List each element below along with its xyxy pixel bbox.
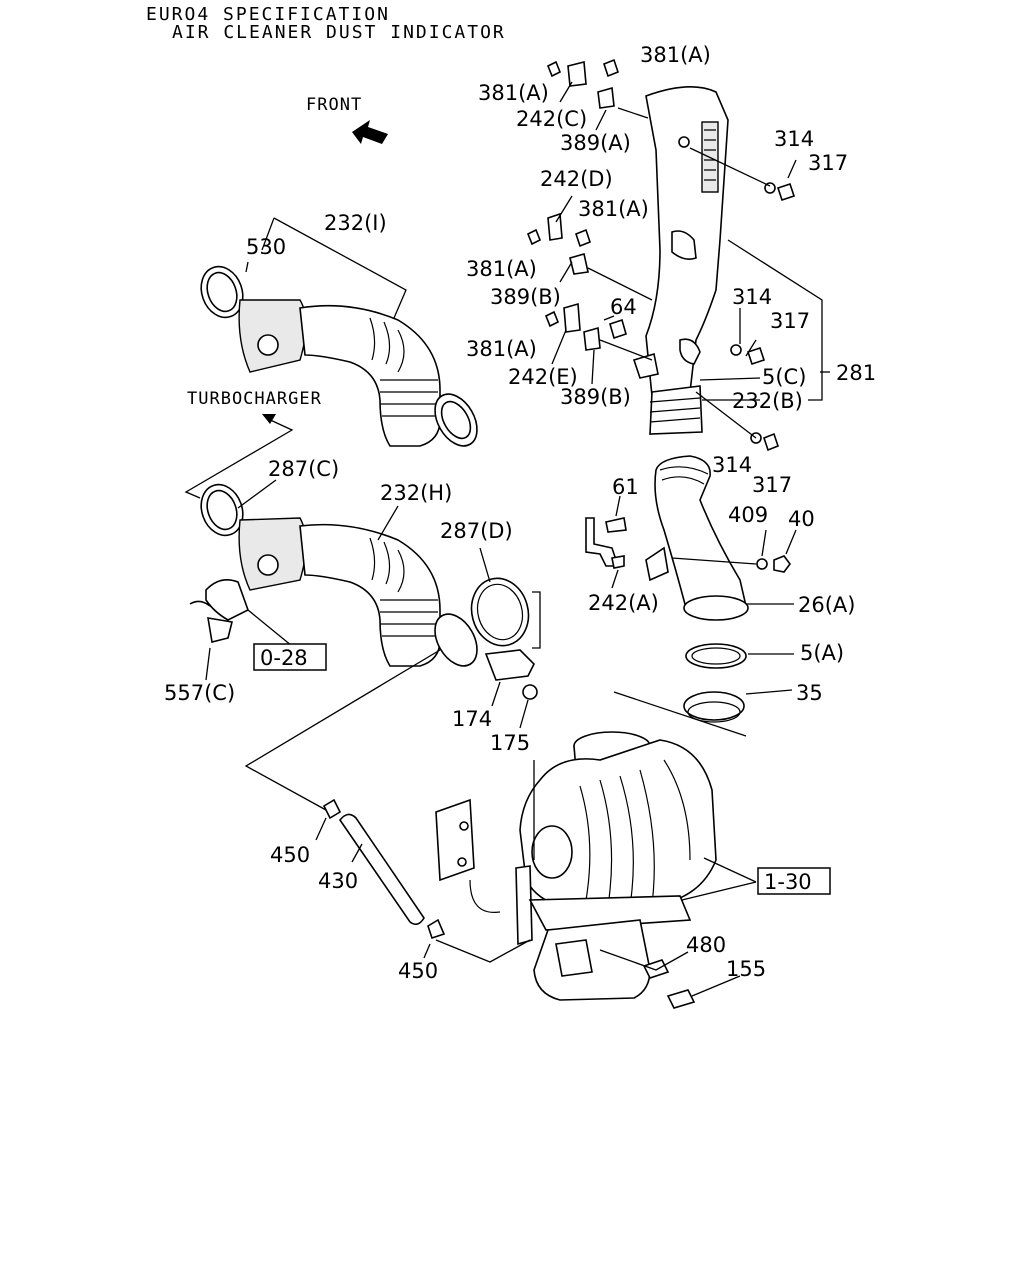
ref-130: 1-30 bbox=[764, 870, 812, 894]
snorkel-pipe bbox=[645, 86, 729, 435]
spec-line: EURO4 SPECIFICATION bbox=[146, 4, 390, 25]
ref-box-028 bbox=[253, 643, 327, 671]
hose-232i bbox=[200, 265, 478, 447]
washer-409 bbox=[756, 558, 768, 570]
callout-389a: 389(A) bbox=[560, 131, 631, 155]
callout-381a: 381(A) bbox=[578, 197, 649, 221]
callout-242c: 242(C) bbox=[516, 107, 587, 131]
mount-bracket bbox=[435, 798, 475, 882]
callout-430: 430 bbox=[318, 869, 358, 893]
callout-5a: 5(A) bbox=[800, 641, 844, 665]
pipe-26a bbox=[645, 455, 749, 621]
callout-174: 174 bbox=[452, 707, 492, 731]
flange-028 bbox=[189, 579, 249, 621]
callout-381a: 381(A) bbox=[466, 337, 537, 361]
callout-381a: 381(A) bbox=[478, 81, 549, 105]
front-label: FRONT bbox=[306, 95, 362, 115]
ref-box-130 bbox=[757, 867, 831, 895]
callout-314: 314 bbox=[774, 127, 814, 151]
bolt-480 bbox=[642, 959, 670, 979]
dust-indicator-174 bbox=[484, 649, 535, 681]
nut-40 bbox=[773, 555, 791, 573]
callout-287d: 287(D) bbox=[440, 519, 513, 543]
clip-450-lower bbox=[427, 918, 446, 940]
callout-530: 530 bbox=[246, 235, 286, 259]
callout-450: 450 bbox=[398, 959, 438, 983]
callout-61: 61 bbox=[612, 475, 639, 499]
callout-317: 317 bbox=[752, 473, 792, 497]
callout-314: 314 bbox=[732, 285, 772, 309]
hose-232h bbox=[200, 483, 478, 667]
callout-232b: 232(B) bbox=[732, 389, 803, 413]
callout-155: 155 bbox=[726, 957, 766, 981]
callout-317: 317 bbox=[808, 151, 848, 175]
air-cleaner-assembly bbox=[515, 731, 717, 1001]
callout-450: 450 bbox=[270, 843, 310, 867]
callout-557c: 557(C) bbox=[164, 681, 235, 705]
front-arrow-icon bbox=[352, 120, 388, 144]
callout-409: 409 bbox=[728, 503, 768, 527]
turbo-label: TURBOCHARGER bbox=[187, 389, 322, 409]
callout-287c: 287(C) bbox=[268, 457, 339, 481]
callout-40: 40 bbox=[788, 507, 815, 531]
callout-281: 281 bbox=[836, 361, 876, 385]
callout-35: 35 bbox=[796, 681, 823, 705]
callout-314: 314 bbox=[712, 453, 752, 477]
callout-5c: 5(C) bbox=[762, 365, 806, 389]
diagram-title: AIR CLEANER DUST INDICATOR bbox=[172, 22, 506, 43]
callout-232h: 232(H) bbox=[380, 481, 452, 505]
callout-26a: 26(A) bbox=[798, 593, 855, 617]
callout-242d: 242(D) bbox=[540, 167, 613, 191]
callout-480: 480 bbox=[686, 933, 726, 957]
callout-232i: 232(I) bbox=[324, 211, 387, 235]
clamp-287d bbox=[470, 577, 530, 647]
callout-317: 317 bbox=[770, 309, 810, 333]
turbo-arrow-icon bbox=[262, 414, 276, 424]
callout-175: 175 bbox=[490, 731, 530, 755]
callout-389b: 389(B) bbox=[560, 385, 631, 409]
ring-35 bbox=[683, 691, 745, 721]
callout-381a: 381(A) bbox=[466, 257, 537, 281]
callout-389b: 389(B) bbox=[490, 285, 561, 309]
callout-242a: 242(A) bbox=[588, 591, 659, 615]
callout-64: 64 bbox=[610, 295, 637, 319]
hose-430 bbox=[339, 813, 425, 926]
callout-381a: 381(A) bbox=[640, 43, 711, 67]
callout-242e: 242(E) bbox=[508, 365, 578, 389]
clip-450-upper bbox=[322, 798, 342, 820]
bolt-155 bbox=[666, 989, 696, 1009]
ref-028: 0-28 bbox=[260, 646, 308, 670]
